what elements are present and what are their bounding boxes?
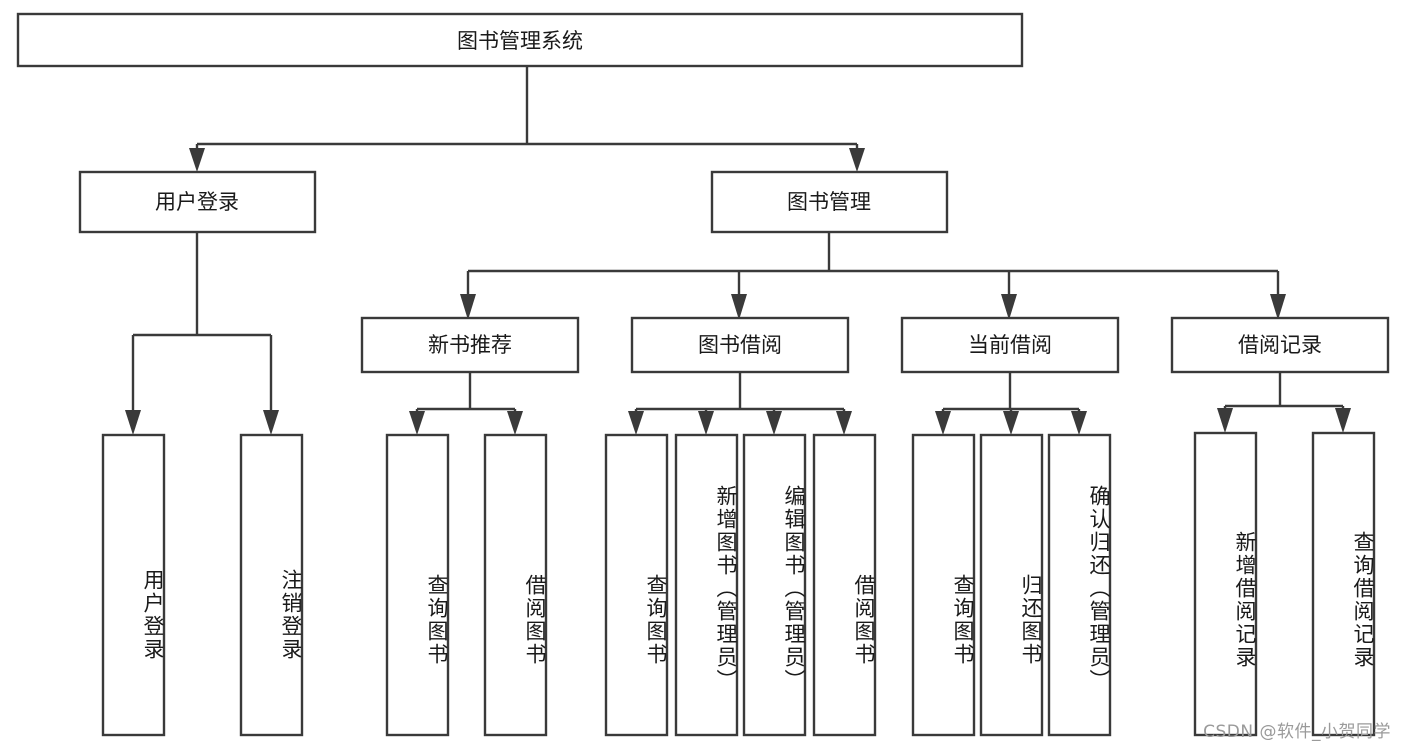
arrow-head-icon — [731, 294, 747, 320]
connector-currentborrow-to-leaves — [935, 372, 1087, 435]
node-new-book-recommend[interactable]: 新书推荐 — [360, 316, 580, 374]
leaf-box-query-book-c[interactable] — [911, 433, 976, 737]
connector-bookmgmt-to-level3 — [460, 232, 1286, 320]
leaf-boxes-book-borrow — [604, 433, 877, 737]
connector-borrowrecord-to-leaves — [1217, 372, 1351, 433]
leaf-box-edit-book-admin[interactable] — [742, 433, 807, 737]
arrow-head-icon — [628, 411, 644, 435]
leaf-box-add-borrow-record[interactable] — [1193, 431, 1258, 737]
leaf-box-borrow-book-b[interactable] — [812, 433, 877, 737]
leaf-box-borrow-book-a[interactable] — [483, 433, 548, 737]
arrow-head-icon — [460, 294, 476, 320]
arrow-head-icon — [766, 411, 782, 435]
leaf-box-query-borrow-record[interactable] — [1311, 431, 1376, 737]
node-root[interactable]: 图书管理系统 — [16, 12, 1024, 68]
arrow-head-icon — [507, 411, 523, 435]
node-user-login-label: 用户登录 — [155, 190, 239, 214]
arrow-head-icon — [935, 411, 951, 435]
node-book-management-label: 图书管理 — [787, 190, 871, 214]
leaf-box-confirm-return-admin[interactable] — [1047, 433, 1112, 737]
leaf-boxes-current-borrow — [911, 433, 1112, 737]
node-borrow-record-label: 借阅记录 — [1238, 333, 1322, 357]
connector-userlogin-to-leaves — [125, 232, 279, 435]
connector-bookborrow-to-leaves — [628, 372, 852, 435]
node-current-borrow[interactable]: 当前借阅 — [900, 316, 1120, 374]
node-book-borrow[interactable]: 图书借阅 — [630, 316, 850, 374]
arrow-head-icon — [698, 411, 714, 435]
arrow-head-icon — [1217, 408, 1233, 433]
node-new-book-recommend-label: 新书推荐 — [428, 333, 512, 357]
leaf-box-logout[interactable] — [239, 433, 304, 737]
node-book-borrow-label: 图书借阅 — [698, 333, 782, 357]
arrow-head-icon — [125, 410, 141, 435]
csdn-watermark: CSDN @软件_小贺同学 — [1203, 722, 1391, 742]
arrow-head-icon — [1335, 408, 1351, 433]
node-root-label: 图书管理系统 — [457, 29, 583, 53]
connector-newbook-to-leaves — [409, 372, 523, 435]
arrow-head-icon — [1003, 411, 1019, 435]
leaf-box-query-book-a[interactable] — [385, 433, 450, 737]
arrow-head-icon — [836, 411, 852, 435]
node-current-borrow-label: 当前借阅 — [968, 333, 1052, 357]
leaf-box-query-book-b[interactable] — [604, 433, 669, 737]
arrow-head-icon — [1270, 294, 1286, 320]
leaf-box-user-login[interactable] — [101, 433, 166, 737]
node-book-management[interactable]: 图书管理 — [710, 170, 949, 234]
arrow-head-icon — [263, 410, 279, 435]
arrow-head-icon — [189, 148, 205, 172]
leaf-box-add-book-admin[interactable] — [674, 433, 739, 737]
leaf-boxes-user-login — [101, 433, 304, 737]
arrow-head-icon — [1001, 294, 1017, 320]
leaf-box-return-book[interactable] — [979, 433, 1044, 737]
arrow-head-icon — [849, 148, 865, 172]
arrow-head-icon — [1071, 411, 1087, 435]
node-user-login[interactable]: 用户登录 — [78, 170, 317, 234]
connector-root-to-level2 — [189, 66, 865, 172]
node-borrow-record[interactable]: 借阅记录 — [1170, 316, 1390, 374]
leaf-boxes-new-book-recommend — [385, 433, 548, 737]
leaf-boxes-borrow-record — [1193, 431, 1376, 737]
arrow-head-icon — [409, 411, 425, 435]
